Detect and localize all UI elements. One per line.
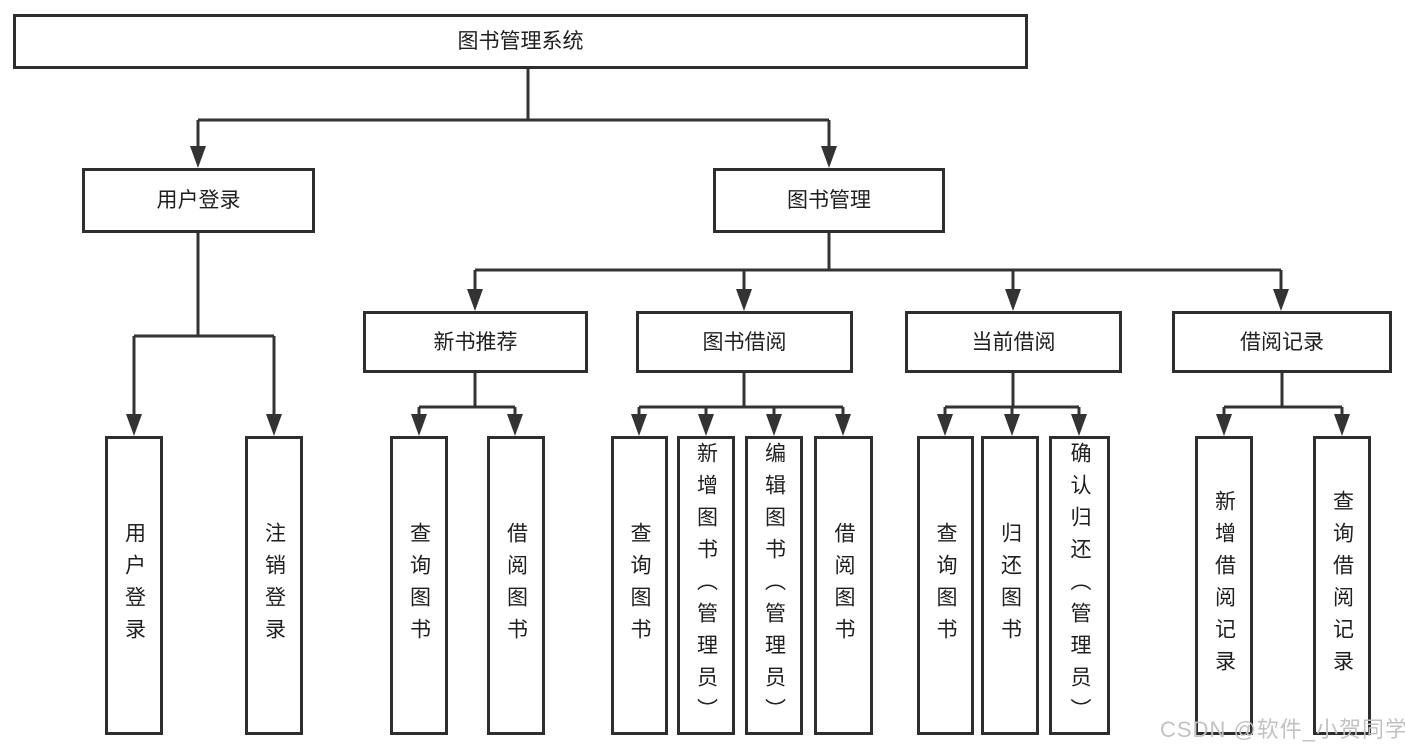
leaf-label: 查询借阅记录 [1330,489,1354,682]
leaf-label: 注销登录 [262,521,286,650]
leaf-query-borrow-record: 查询借阅记录 [1313,436,1371,735]
node-user-login: 用户登录 [82,168,315,233]
node-label: 用户登录 [156,189,241,212]
leaf-edit-books-admin: 编辑图书（管理员） [745,436,803,735]
leaf-label: 查询图书 [934,521,957,650]
leaf-label: 确认归还（管理员） [1068,441,1091,730]
leaf-label: 新增借阅记录 [1212,489,1236,682]
node-label: 图书管理系统 [457,30,584,53]
leaf-borrow-books: 借阅图书 [814,436,873,735]
leaf-confirm-return-admin: 确认归还（管理员） [1049,436,1110,735]
node-book-borrowing: 图书借阅 [636,311,853,373]
node-label: 图书管理 [787,189,871,212]
csdn-watermark: CSDN @软件_小贺同学 [1160,717,1405,742]
leaf-label: 新增图书（管理员） [694,441,718,730]
leaf-logout: 注销登录 [245,436,303,735]
node-label: 借阅记录 [1240,330,1324,354]
leaf-label: 借阅图书 [504,521,528,650]
node-label: 新书推荐 [433,330,518,354]
node-library-management-system: 图书管理系统 [13,14,1028,69]
leaf-label: 查询图书 [407,521,431,650]
leaf-query-books: 查询图书 [390,436,448,735]
leaf-label: 借阅图书 [832,521,855,650]
leaf-query-books: 查询图书 [611,436,668,735]
node-book-management: 图书管理 [713,168,945,233]
leaf-query-books: 查询图书 [917,436,974,735]
leaf-return-books: 归还图书 [981,436,1039,735]
leaf-borrow-books: 借阅图书 [487,436,545,735]
leaf-add-books-admin: 新增图书（管理员） [677,436,735,735]
leaf-label: 编辑图书（管理员） [762,441,786,730]
node-label: 当前借阅 [971,330,1056,354]
leaf-label: 归还图书 [998,521,1022,650]
node-new-book-recommendation: 新书推荐 [363,311,588,373]
leaf-label: 用户登录 [122,521,146,650]
node-label: 图书借阅 [702,330,787,354]
leaf-add-borrow-record: 新增借阅记录 [1195,436,1253,735]
leaf-label: 查询图书 [628,521,651,650]
node-borrowing-records: 借阅记录 [1172,311,1392,373]
leaf-user-login: 用户登录 [105,436,163,735]
node-current-borrowing: 当前借阅 [905,311,1122,373]
